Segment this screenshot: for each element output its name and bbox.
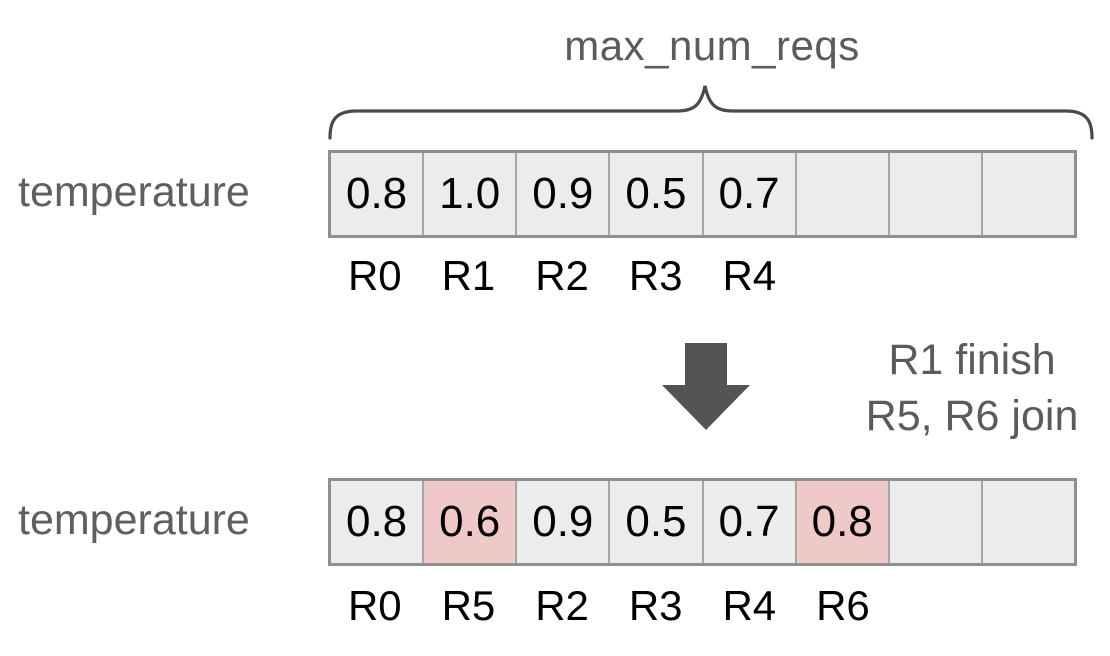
array-cell: 0.9 [515,153,609,235]
max-num-reqs-label: max_num_reqs [564,22,860,69]
array-cell [794,153,888,235]
array-cell: 0.8 [331,153,423,235]
request-label: R1 [441,252,496,299]
array-cell: 0.7 [701,481,795,563]
array-cell [887,481,981,563]
request-label: R3 [628,582,683,629]
transition-line1: R1 finish [888,336,1056,384]
request-label: R4 [722,252,777,299]
temperature-array-after: 0.8 0.6 0.9 0.5 0.7 0.8 [328,478,1077,566]
request-label: R5 [441,582,496,629]
request-label [796,252,890,300]
request-label [983,252,1077,300]
array-cell [980,153,1074,235]
request-label [890,582,984,630]
array-cell [980,481,1074,563]
request-label: R6 [816,582,870,629]
request-label: R0 [347,252,402,299]
down-arrow-icon [662,343,750,430]
array-cell: 0.5 [608,153,702,235]
temperature-array-before: 0.8 1.0 0.9 0.5 0.7 [328,150,1077,238]
temperature-label-before: temperature [18,168,250,216]
request-label [983,582,1077,630]
array-cell: 0.8 [794,481,888,563]
request-labels-after: R0 R5 R2 R3 R4 R6 [328,582,1077,630]
array-cell: 0.5 [608,481,702,563]
array-cell: 0.8 [331,481,423,563]
request-label [890,252,984,300]
array-cell: 1.0 [422,153,516,235]
transition-note: R1 finish R5, R6 join [837,332,1107,444]
array-cell [887,153,981,235]
array-cell: 0.9 [515,481,609,563]
request-label: R2 [535,582,589,629]
transition-line2: R5, R6 join [865,392,1079,440]
array-cell: 0.6 [422,481,516,563]
request-label: R0 [347,582,402,629]
request-label: R2 [535,252,589,299]
array-cell: 0.7 [701,153,795,235]
request-label: R4 [722,582,777,629]
request-labels-before: R0 R1 R2 R3 R4 [328,252,1077,300]
request-label: R3 [628,252,683,299]
temperature-label-after: temperature [18,496,250,544]
curly-brace-icon [328,85,1094,140]
